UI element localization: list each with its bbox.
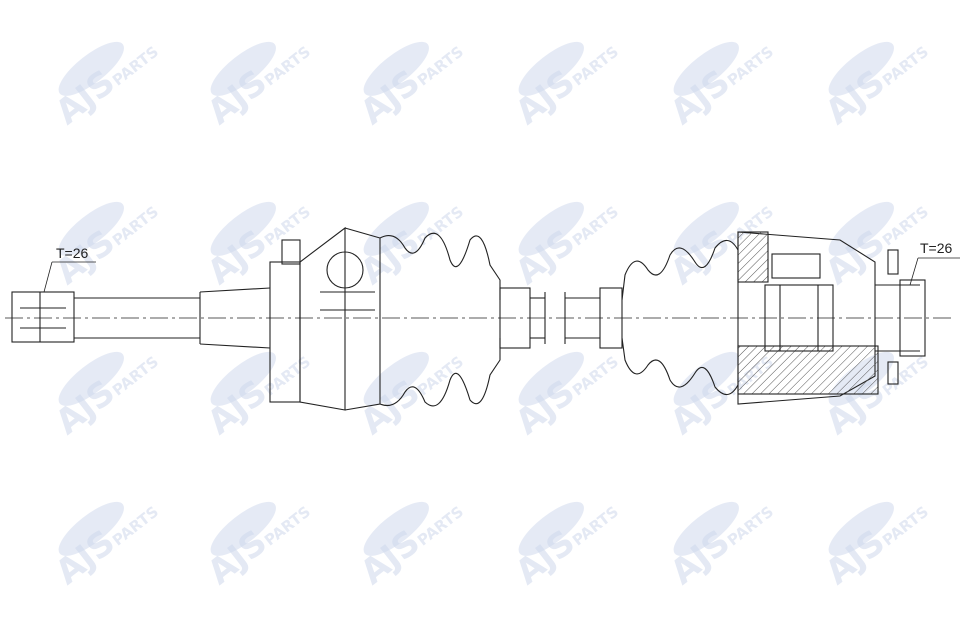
outer-boot [379,232,501,407]
outer-cv-joint [269,226,381,411]
spline-count-right: T=26 [920,240,953,256]
inner-cv-joint [737,231,926,405]
inner-boot [621,239,739,396]
spline-right-leader [909,257,919,286]
left-spline-stub [11,287,271,349]
spline-count-left: T=26 [56,245,89,261]
intermediate-shaft [499,287,623,349]
spline-left-leader [43,261,53,293]
